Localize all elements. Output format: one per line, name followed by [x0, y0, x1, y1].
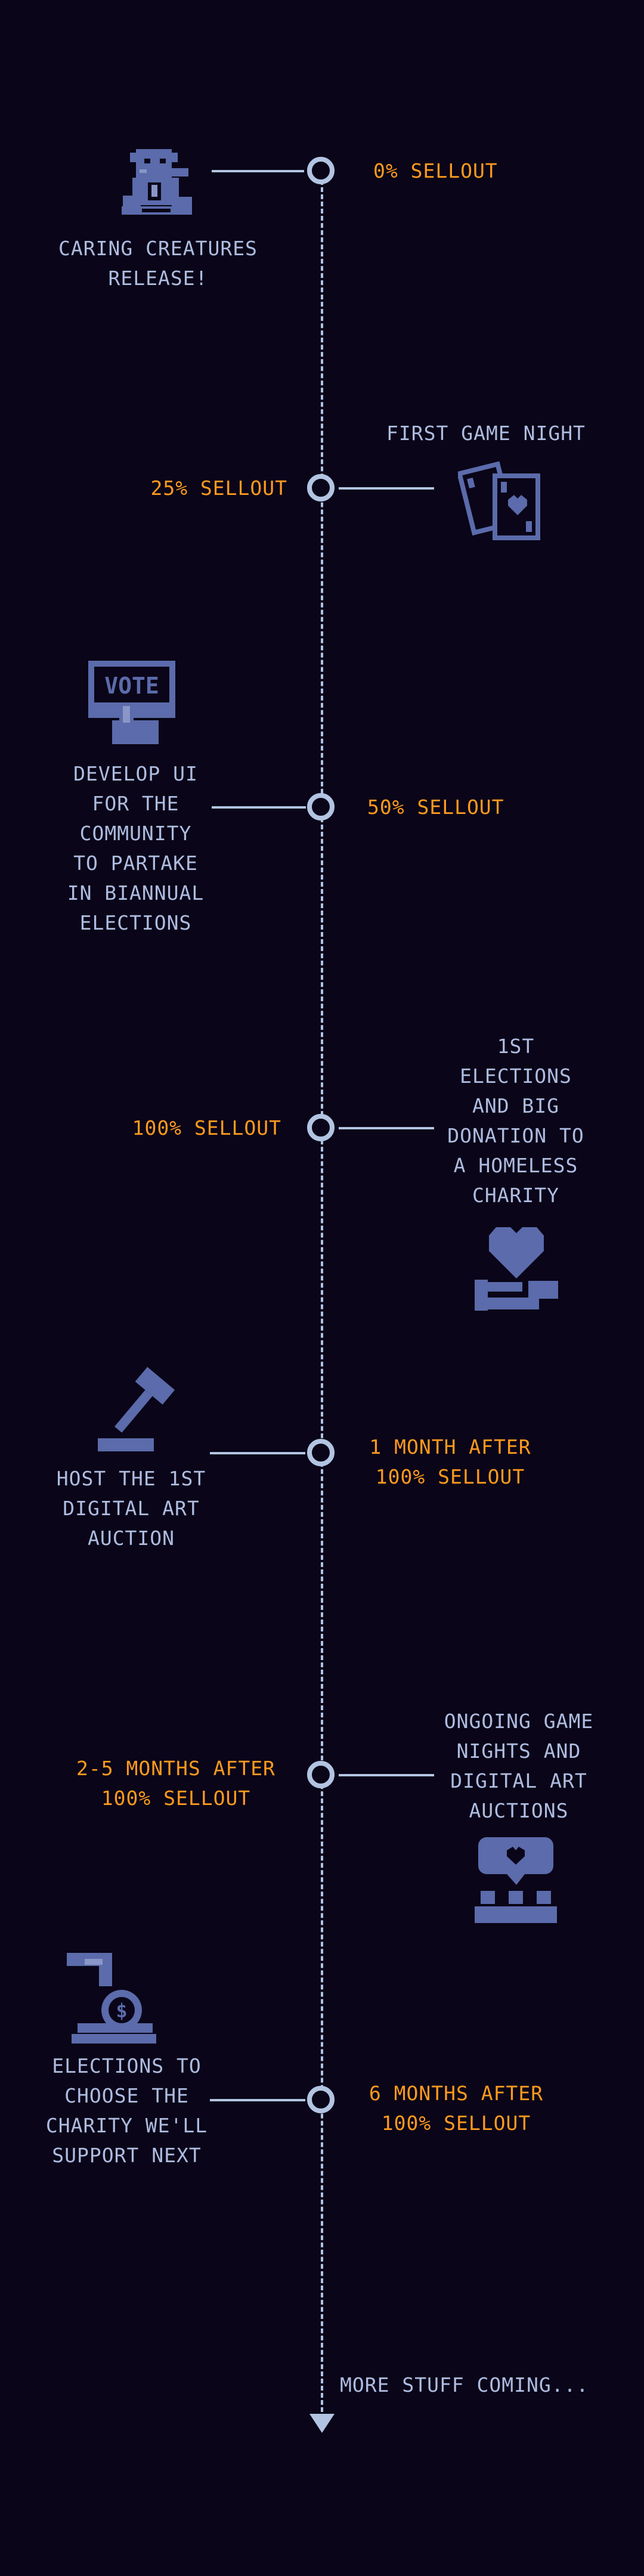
connector: [210, 2099, 305, 2101]
milestone-description: ONGOING GAME NIGHTS AND DIGITAL ART AUCT…: [444, 1710, 594, 1822]
timeline-node: [307, 474, 335, 501]
timeline-node: [307, 1439, 335, 1466]
community-chat-icon: [471, 1834, 561, 1924]
milestone-description: FIRST GAME NIGHT: [386, 422, 586, 445]
milestone-label: 0% SELLOUT: [373, 159, 498, 182]
milestone-label: 100% SELLOUT: [132, 1116, 281, 1140]
creature-icon: [118, 142, 196, 218]
more-coming-text: MORE STUFF COMING...: [340, 2373, 589, 2397]
timeline-node: [307, 157, 335, 184]
timeline-node: [307, 1114, 335, 1141]
playing-cards-icon: [458, 457, 547, 544]
arrow-down-icon: [309, 2414, 335, 2433]
milestone-label: 6 MONTHS AFTER 100% SELLOUT: [369, 2082, 544, 2135]
milestone-label: 1 MONTH AFTER 100% SELLOUT: [369, 1435, 531, 1488]
donation-coin-icon: $: [67, 1953, 156, 2046]
heart-in-hand-icon: [471, 1221, 561, 1312]
milestone-description: 1ST ELECTIONS AND BIG DONATION TO A HOME…: [447, 1035, 584, 1207]
vote-icon: VOTE: [88, 661, 175, 747]
gavel-icon: [95, 1366, 188, 1455]
vote-icon-text: VOTE: [104, 673, 159, 699]
milestone-label: 25% SELLOUT: [150, 476, 287, 500]
milestone-description: ELECTIONS TO CHOOSE THE CHARITY WE'LL SU…: [45, 2054, 208, 2167]
timeline-line: [321, 173, 323, 2412]
timeline-node: [307, 1761, 335, 1788]
connector: [339, 1127, 434, 1129]
timeline-node: [307, 2086, 335, 2113]
milestone-description: HOST THE 1ST DIGITAL ART AUCTION: [56, 1467, 206, 1550]
connector: [339, 1774, 434, 1776]
milestone-description: DEVELOP UI FOR THE COMMUNITY TO PARTAKE …: [67, 762, 205, 934]
connector: [210, 1452, 305, 1454]
timeline-node: [307, 793, 335, 821]
milestone-label: 50% SELLOUT: [367, 795, 504, 819]
milestone-label: 2-5 MONTHS AFTER 100% SELLOUT: [76, 1757, 275, 1810]
connector: [212, 170, 304, 172]
milestone-description: CARING CREATURES RELEASE!: [58, 237, 258, 290]
connector: [339, 487, 434, 490]
svg-text:$: $: [116, 1999, 127, 2022]
connector: [212, 806, 306, 809]
